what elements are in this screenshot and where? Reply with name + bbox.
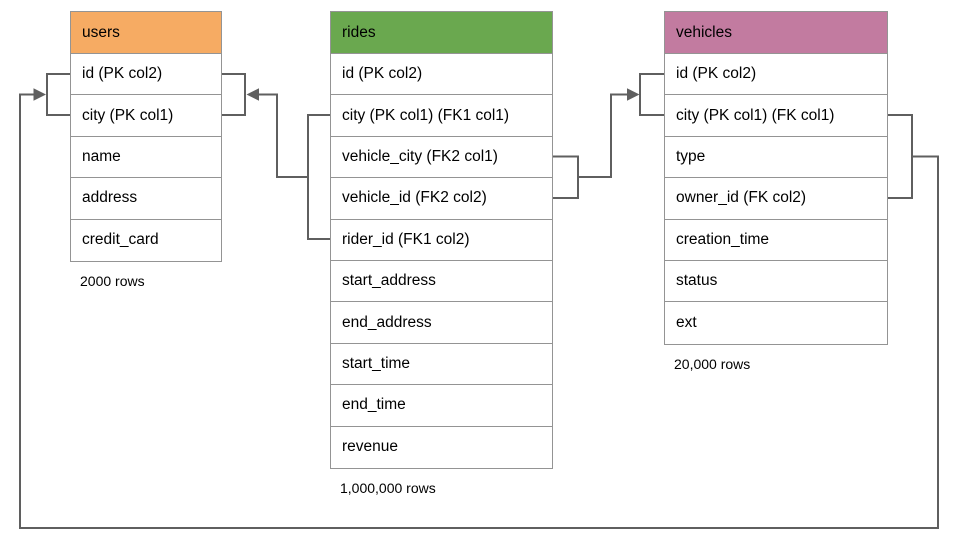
table-row: end_time [331,385,552,427]
table-row: city (PK col1) (FK col1) [665,95,887,137]
table-row: start_time [331,343,552,386]
table-row: creation_time [665,219,887,261]
table-users-rowcount: 2000 rows [80,272,145,289]
table-row: rider_id (FK1 col2) [331,219,552,261]
table-row: owner_id (FK col2) [665,178,887,220]
table-row: id (PK col2) [665,54,887,96]
table-row: credit_card [71,219,221,261]
table-vehicles-rowcount: 20,000 rows [674,355,751,372]
table-row: vehicle_id (FK2 col2) [331,178,552,220]
table-rides-rows: id (PK col2)city (PK col1) (FK1 col1)veh… [331,54,552,468]
table-row: city (PK col1) (FK1 col1) [331,95,552,137]
table-row: revenue [331,426,552,468]
table-row: start_address [331,260,552,303]
table-row: type [665,136,887,179]
table-row: name [71,136,221,179]
table-row: city (PK col1) [71,95,221,137]
table-vehicles-box: vehicles id (PK col2)city (PK col1) (FK … [664,11,888,345]
table-row: status [665,260,887,303]
table-rides-header: rides [331,12,552,54]
arrowhead-into-vehicles-icon [627,88,640,101]
table-row: end_address [331,302,552,344]
table-vehicles: vehicles id (PK col2)city (PK col1) (FK … [664,11,888,372]
table-vehicles-header: vehicles [665,12,887,54]
connector-rides-to-users [222,73,330,240]
arrowhead-into-users-icon [246,88,259,101]
table-row: address [71,178,221,220]
table-rides-rowcount: 1,000,000 rows [340,479,436,496]
table-row: vehicle_city (FK2 col1) [331,136,552,179]
table-rides-box: rides id (PK col2)city (PK col1) (FK1 co… [330,11,553,469]
table-row: ext [665,302,887,344]
connector-rides-to-vehicles [553,73,664,199]
table-row: id (PK col2) [71,54,221,96]
table-vehicles-rows: id (PK col2)city (PK col1) (FK col1)type… [665,54,887,344]
table-rides: rides id (PK col2)city (PK col1) (FK1 co… [330,11,553,496]
table-users-header: users [71,12,221,54]
arrowhead-into-users-left-icon [33,88,46,101]
table-row: id (PK col2) [331,54,552,96]
